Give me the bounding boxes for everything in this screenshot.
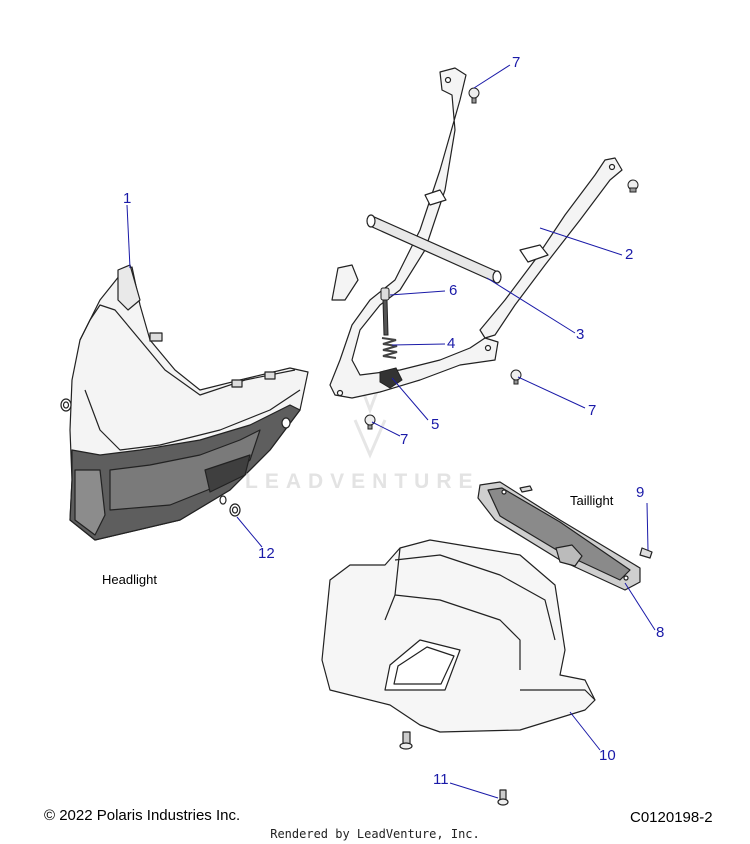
- taillight-label: Taillight: [570, 493, 614, 508]
- copyright-text: © 2022 Polaris Industries Inc.: [44, 807, 241, 824]
- hardware-parts: [379, 287, 403, 389]
- screw-7-top: [468, 87, 480, 104]
- callout-8[interactable]: 8: [656, 624, 665, 641]
- callout-10[interactable]: 10: [599, 747, 616, 764]
- fasteners-7: [364, 87, 639, 430]
- headlight-label: Headlight: [102, 572, 157, 587]
- screw-9a: [519, 485, 533, 493]
- mounting-bracket: [329, 67, 623, 399]
- bolt-10: [399, 731, 413, 750]
- callout-7-top[interactable]: 7: [512, 54, 521, 71]
- screw-9b: [639, 547, 653, 559]
- callout-4[interactable]: 4: [447, 335, 456, 352]
- callout-5[interactable]: 5: [431, 416, 440, 433]
- callout-3[interactable]: 3: [576, 326, 585, 343]
- headlight-assembly: [60, 264, 309, 541]
- screw-7-low: [364, 414, 376, 430]
- diagram-id: C0120198-2: [630, 809, 713, 826]
- callout-11[interactable]: 11: [433, 771, 449, 788]
- callout-2[interactable]: 2: [625, 246, 634, 263]
- screw-7-right: [627, 179, 639, 193]
- callout-12[interactable]: 12: [258, 545, 275, 562]
- bolt-11: [497, 789, 509, 806]
- callout-7-low[interactable]: 7: [400, 431, 409, 448]
- callout-9[interactable]: 9: [636, 484, 645, 501]
- rear-cover: [321, 539, 596, 806]
- callout-1[interactable]: 1: [123, 190, 132, 207]
- callout-7-mid[interactable]: 7: [588, 402, 597, 419]
- screw-7-mid: [510, 369, 522, 385]
- callout-6[interactable]: 6: [449, 282, 458, 299]
- rendered-by-text: Rendered by LeadVenture, Inc.: [270, 827, 480, 841]
- leader-lines: [126, 64, 656, 799]
- taillight-assembly: [477, 481, 653, 591]
- spring-4: [381, 337, 398, 359]
- watermark-text: LEADVENTURE: [245, 470, 480, 493]
- bolt-6: [380, 287, 390, 336]
